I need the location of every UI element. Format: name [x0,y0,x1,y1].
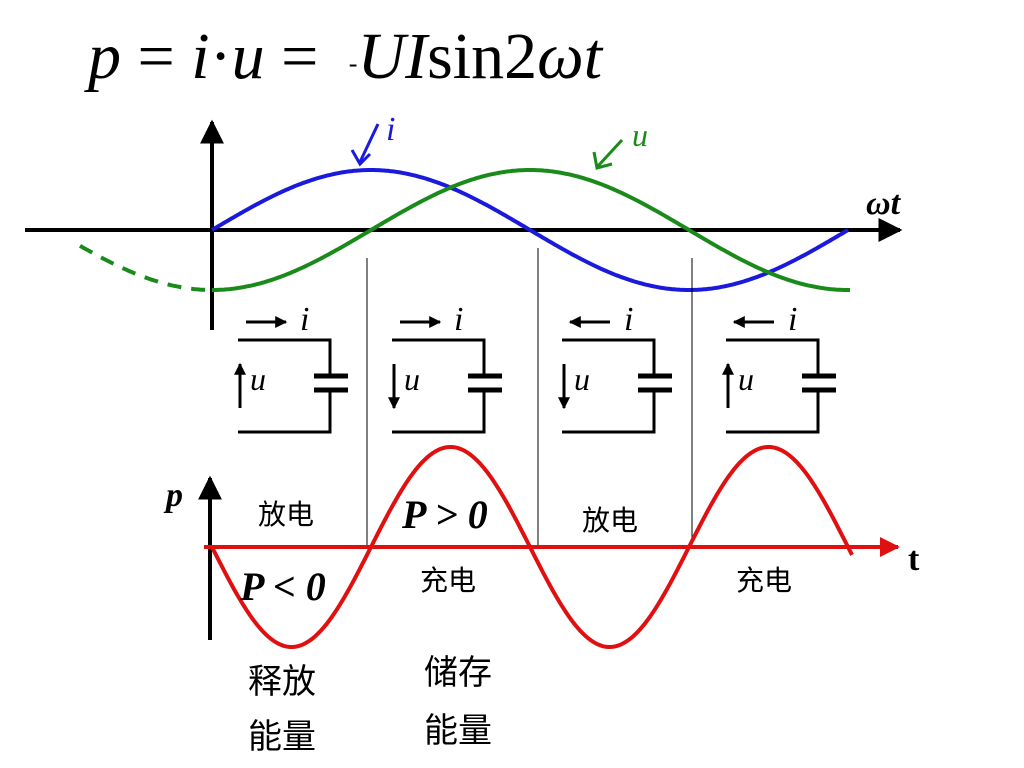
voltage-pointer-arrow [596,138,624,168]
power-wave-p [210,445,854,649]
voltage-pointer-arrowhead [592,151,613,170]
circuit-current-label: i [624,301,633,338]
segment-3-state: 放电 [582,504,638,537]
circuit-voltage-label: u [738,361,754,397]
current-label: i [386,111,395,148]
circuit-current-label: i [788,301,797,338]
circuit-2: iu [388,301,502,434]
formula-i: i [191,20,209,93]
energy-release-line-1: 释放 [248,662,316,702]
formula-minus: - [349,49,358,78]
power-y-axis-label: p [163,477,183,514]
segment-2-sign: P > 0 [401,492,488,537]
circuit-wire-bottom [726,392,820,434]
voltage-label: u [632,117,648,153]
circuit-current-label: i [300,301,309,338]
formula-omega: ω [537,20,584,93]
segment-2-state: 充电 [420,564,476,597]
circuit-current-label: i [454,301,463,338]
formula-equals-2: = [265,20,335,93]
power-x-axis-label: t [908,541,920,578]
energy-release-line-2: 能量 [248,717,316,757]
formula-p: p [84,20,121,93]
circuit-voltage-label: u [574,361,590,397]
formula-equals-1: = [121,20,191,93]
top-x-axis-label: ωt [866,185,902,222]
circuit-3: iu [558,301,672,434]
formula-t: t [584,20,604,93]
circuit-voltage-label: u [404,361,420,397]
circuit-wire-top [562,338,656,374]
voltage-wave-u [212,168,850,292]
power-formula: p = i·u = -UIsin2ωt [84,20,604,93]
voltage-wave-u-dashed-extension [78,244,212,292]
energy-store-line-1: 储存 [424,653,492,693]
circuit-wire-bottom [238,392,332,434]
circuit-1: iu [234,301,348,434]
formula-u: u [232,20,265,93]
segment-1-state: 放电 [258,498,314,531]
circuit-wire-bottom [392,392,486,434]
segment-4-state: 充电 [736,564,792,597]
circuit-wire-top [238,338,332,374]
formula-ui: UI [357,20,430,93]
circuit-4: iu [722,301,836,434]
segment-1-sign: P < 0 [239,564,326,609]
circuit-wire-top [392,338,486,374]
circuit-voltage-label: u [250,361,266,397]
circuit-wire-bottom [562,392,656,434]
circuit-wire-top [726,338,820,374]
current-pointer-arrow [358,123,380,163]
formula-sin: sin2 [427,20,537,93]
current-wave-i [210,168,850,292]
formula-dot: · [210,20,232,93]
current-pointer-arrowhead [350,149,372,167]
energy-store-line-2: 能量 [424,711,492,751]
